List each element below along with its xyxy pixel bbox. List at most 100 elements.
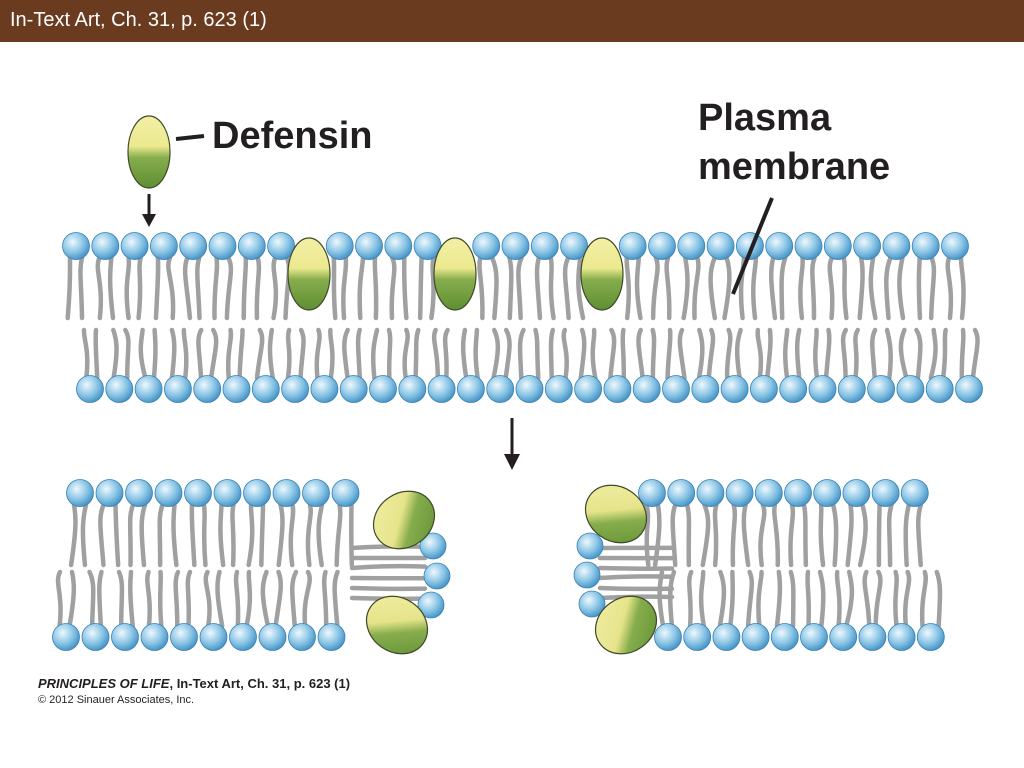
phospholipid-head-icon [770, 623, 799, 651]
copyright-line: © 2012 Sinauer Associates, Inc. [38, 694, 195, 706]
lipid-tail [503, 327, 512, 381]
lipid-tail [218, 502, 226, 568]
phospholipid-head-icon [638, 479, 666, 507]
lipid-tail [903, 502, 912, 568]
phospholipid-head-icon [384, 232, 413, 260]
figure-credit: PRINCIPLES OF LIFE, In-Text Art, Ch. 31,… [38, 676, 350, 691]
phospholipid-head-icon [258, 623, 287, 651]
membrane-diagram: Defensin Plasma membrane [52, 97, 983, 655]
lipid-tail [764, 327, 773, 381]
phospholipid-head-icon [91, 232, 120, 260]
phospholipid-head-icon [696, 479, 725, 507]
lipid-tail [840, 327, 849, 381]
phospholipid-head-icon [654, 623, 682, 651]
lipid-tail [355, 327, 363, 381]
phospholipid-head-icon [222, 375, 251, 403]
lipid-tail [561, 327, 569, 381]
phospholipid-head-icon [515, 375, 544, 403]
phospholipid-head-icon [302, 479, 330, 507]
phospholipid-head-icon [331, 479, 360, 507]
phospholipid-head-icon [213, 479, 242, 507]
lipid-heads-top [62, 232, 983, 403]
credit-citation: , In-Text Art, Ch. 31, p. 623 (1) [169, 676, 351, 691]
phospholipid-head-icon [339, 375, 368, 403]
phospholipid-head-icon [456, 375, 485, 403]
book-title: PRINCIPLES OF LIFE [38, 676, 170, 691]
defensin-protein-icon [365, 595, 429, 655]
lipid-tail [810, 255, 817, 321]
lipid-tail [169, 327, 177, 381]
lipid-tail [687, 569, 694, 629]
lipid-tail [113, 502, 121, 568]
phospholipid-head-icon [794, 232, 823, 260]
lipid-tail [755, 327, 764, 381]
phospholipid-head-icon [576, 532, 604, 560]
phospholipid-head-icon [618, 232, 647, 260]
lipid-tail [386, 327, 393, 381]
phospholipid-head-icon [369, 375, 397, 403]
slide-title: In-Text Art, Ch. 31, p. 623 (1) [10, 9, 267, 31]
lipid-tail [562, 255, 571, 321]
lipid-tail [817, 569, 826, 629]
lipid-tail [919, 569, 928, 629]
lipid-tail [328, 327, 335, 381]
lipid-tail [734, 327, 743, 381]
lipid-tail [332, 569, 340, 629]
phospholipid-head-icon [560, 232, 588, 260]
lipid-tail [402, 327, 410, 381]
lipid-tail [285, 327, 292, 381]
phospholipid-head-icon [486, 375, 515, 403]
phospholipid-head-icon [900, 479, 929, 507]
lipid-tail [349, 563, 428, 571]
lipid-tail [98, 502, 106, 568]
lipid-tail [357, 255, 366, 321]
lipid-tail [884, 255, 893, 321]
lipid-tail [696, 327, 705, 381]
phospholipid-head-icon [179, 232, 208, 260]
lipid-tail [93, 327, 100, 381]
lipid-tail [741, 502, 751, 568]
phospholipid-head-icon [398, 375, 427, 403]
title-bar: In-Text Art, Ch. 31, p. 623 (1) [0, 0, 1024, 42]
lipid-tail [751, 255, 759, 321]
lipid-tail [123, 327, 131, 381]
phospholipid-head-icon [784, 479, 812, 507]
lipid-tail [940, 327, 948, 381]
phospholipid-head-icon [837, 375, 866, 403]
phospholipid-head-icon [677, 232, 706, 260]
phospholipid-head-icon [808, 375, 837, 403]
lipid-tail [401, 255, 409, 321]
lipid-tail [80, 502, 89, 568]
down-arrow-icon [504, 418, 520, 470]
lipid-tail [548, 255, 556, 321]
phospholipid-head-icon [140, 623, 169, 651]
defensin-protein-icon [287, 237, 331, 311]
lipid-tail [241, 255, 249, 321]
lipid-tail [823, 327, 832, 381]
phospholipid-head-icon [184, 479, 212, 507]
phospholipid-head-icon [573, 561, 601, 589]
phospholipid-head-icon [62, 232, 90, 260]
lipid-tail [914, 327, 923, 381]
phospholipid-head-icon [544, 375, 573, 403]
phospholipid-head-icon [272, 479, 301, 507]
lipid-heads-bottom-left [52, 479, 451, 651]
phospholipid-head-icon [199, 623, 228, 651]
lipid-tail [65, 255, 73, 321]
phospholipid-head-icon [427, 375, 456, 403]
lipid-tail [897, 255, 906, 321]
phospholipid-head-icon [267, 232, 296, 260]
lipid-tail [302, 569, 312, 629]
phospholipid-head-icon [858, 623, 887, 651]
phospholipid-head-icon [871, 479, 900, 507]
lipid-tail [127, 502, 136, 568]
lipid-tail [288, 502, 296, 568]
lipid-tail [68, 502, 78, 568]
lipid-tail [342, 327, 350, 381]
lipid-tail [884, 327, 893, 381]
phospholipid-head-icon [741, 623, 770, 651]
phospholipid-head-icon [317, 623, 346, 651]
lipid-tail [818, 502, 826, 568]
phospholipid-head-icon [355, 232, 383, 260]
lipid-tail [145, 569, 152, 629]
